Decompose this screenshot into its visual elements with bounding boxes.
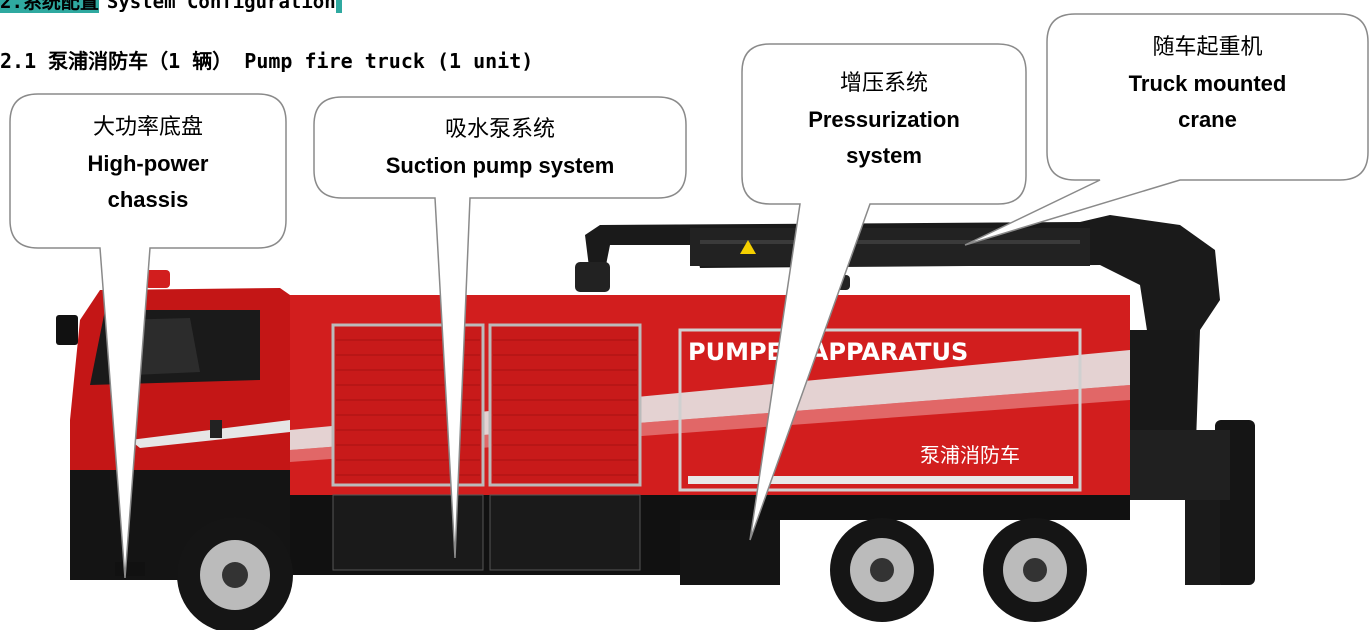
truck-crane xyxy=(575,215,1255,585)
callout-chassis-zh: 大功率底盘 xyxy=(92,115,203,140)
section-title-en: System Configuration xyxy=(98,0,336,13)
section-number: 2. xyxy=(0,0,23,13)
rear-wheel-2 xyxy=(983,518,1087,622)
callout-suction-en: Suction pump system xyxy=(385,153,615,178)
callout-bubble-suction xyxy=(313,96,687,559)
callout-suction-zh: 吸水泵系统 xyxy=(444,117,555,142)
callout-chassis-en-line2: chassis xyxy=(107,187,189,212)
section-title-zh: 系统配置 xyxy=(22,0,99,13)
callout-pressurization: 增压系统 Pressurization system xyxy=(744,66,1024,174)
callout-crane-en-line1: Truck mounted xyxy=(1128,71,1287,96)
callout-crane: 随车起重机 Truck mounted crane xyxy=(1049,30,1366,138)
callout-crane-zh: 随车起重机 xyxy=(1152,35,1263,60)
callout-suction: 吸水泵系统 Suction pump system xyxy=(316,112,684,184)
front-wheel xyxy=(177,517,293,630)
callout-bubble-crane xyxy=(964,13,1369,246)
callout-crane-en-line2: crane xyxy=(1178,107,1237,132)
body-text-zh: 泵浦消防车 xyxy=(920,443,1020,467)
wheels xyxy=(177,517,1087,630)
rear-wheel-1 xyxy=(830,518,934,622)
subsection-heading: 2.1 泵浦消防车（1 辆） Pump fire truck (1 unit) xyxy=(0,49,534,73)
callout-pressurization-zh: 增压系统 xyxy=(839,71,928,96)
callout-bubble-pressurization xyxy=(741,43,1027,541)
body-text-en: PUMPER APPARATUS xyxy=(688,338,968,366)
callout-bubble-chassis xyxy=(9,93,287,579)
callout-chassis-en-line1: High-power xyxy=(87,151,209,176)
callout-pressurization-en-line1: Pressurization xyxy=(808,107,960,132)
callout-pressurization-en-line2: system xyxy=(846,143,922,168)
truck-body: PUMPER APPARATUS 泵浦消防车 xyxy=(290,275,1130,585)
callout-chassis: 大功率底盘 High-power chassis xyxy=(12,110,284,218)
